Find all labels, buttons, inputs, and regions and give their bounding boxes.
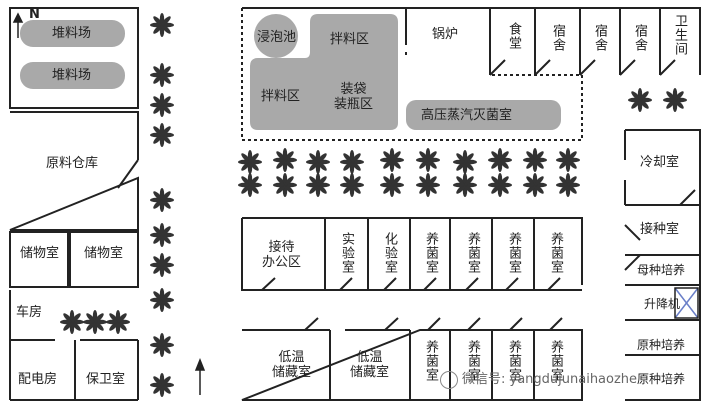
- tree-icon: [453, 173, 477, 197]
- chem-lab-label: 化验室: [382, 232, 397, 274]
- tree-icon: [306, 173, 330, 197]
- mixing-area-label-1: 拌料区: [330, 32, 370, 47]
- guard-room-label: 保卫室: [86, 372, 126, 387]
- raw-warehouse-wall: [9, 111, 139, 231]
- tree-icon: [556, 173, 580, 197]
- lab-label: 实验室: [339, 232, 354, 274]
- tree-icon: [488, 173, 512, 197]
- tree-icon: [488, 148, 512, 172]
- tree-icon: [306, 150, 330, 174]
- raw-warehouse-label: 原料仓库: [46, 156, 99, 171]
- tree-icon: [150, 288, 174, 312]
- storage-room-label-1: 储物室: [20, 246, 60, 261]
- warehouse-door: [117, 159, 139, 189]
- original-culture-label-2: 原种培养: [637, 372, 686, 386]
- cold-storage-label-2: 低温 储藏室: [350, 350, 390, 380]
- tree-group: [60, 13, 687, 397]
- elevator-marker: [674, 287, 699, 319]
- tree-icon: [380, 148, 404, 172]
- culture-room-label-8: 养菌室: [548, 340, 563, 382]
- mixing-area-label-2: 拌料区: [261, 89, 301, 104]
- tree-icon: [416, 173, 440, 197]
- tree-icon: [453, 150, 477, 174]
- original-culture-label-1: 原种培养: [637, 338, 686, 352]
- culture-room-label-6: 养菌室: [465, 340, 480, 382]
- dorm-label-3: 宿舍: [632, 24, 647, 52]
- stockyard-2-fill: [20, 62, 125, 89]
- power-room-label: 配电房: [18, 372, 58, 387]
- bagging-area-label: 装袋 装瓶区: [334, 82, 374, 112]
- culture-room-label-4: 养菌室: [548, 232, 563, 274]
- tree-icon: [238, 173, 262, 197]
- tree-icon: [150, 13, 174, 37]
- toilet-label: 卫生间: [672, 14, 687, 56]
- walls: [9, 7, 701, 401]
- canteen-label: 食堂: [506, 22, 521, 50]
- tree-icon: [150, 123, 174, 147]
- tree-icon: [150, 253, 174, 277]
- boiler-label: 锅炉: [432, 27, 459, 42]
- tree-icon: [628, 88, 652, 112]
- tree-icon: [150, 188, 174, 212]
- garage-wall: [9, 290, 139, 401]
- tree-icon: [150, 63, 174, 87]
- storage-room-2-wall: [69, 231, 139, 288]
- stockyard-1-fill: [20, 20, 125, 47]
- garage-label: 车房: [16, 305, 43, 320]
- elevator-label: 升降机: [644, 297, 681, 311]
- cold-storage-label-1: 低温 储藏室: [272, 350, 312, 380]
- reception-office-label: 接待 办公区: [262, 240, 302, 270]
- north-label: N: [29, 7, 40, 22]
- mother-culture-label: 母种培养: [637, 263, 686, 277]
- tree-icon: [150, 373, 174, 397]
- stockyard-label-2: 堆料场: [52, 68, 92, 83]
- culture-room-label-1: 养菌室: [423, 232, 438, 274]
- tree-icon: [416, 148, 440, 172]
- tree-icon: [150, 223, 174, 247]
- tree-icon: [556, 148, 580, 172]
- tree-icon: [238, 150, 262, 174]
- sterilization-label: 高压蒸汽灭菌室: [421, 108, 513, 123]
- cooling-room-label: 冷却室: [640, 155, 680, 170]
- tree-icon: [340, 150, 364, 174]
- tree-icon: [60, 310, 84, 334]
- wechat-logo-icon: [440, 370, 458, 389]
- storage-room-label-2: 储物室: [84, 246, 124, 261]
- mixing-area-fill: [250, 14, 398, 130]
- tree-icon: [273, 148, 297, 172]
- tree-icon: [380, 173, 404, 197]
- tree-icon: [273, 173, 297, 197]
- dorm-label-2: 宿舍: [592, 24, 607, 52]
- stockyard-label-1: 堆料场: [52, 26, 92, 41]
- tree-icon: [150, 93, 174, 117]
- storage-room-1-wall: [9, 231, 69, 288]
- production-zone: [241, 8, 583, 141]
- stockyard-zone: [9, 7, 139, 109]
- tree-icon: [663, 88, 687, 112]
- tree-icon: [340, 173, 364, 197]
- culture-room-label-7: 养菌室: [506, 340, 521, 382]
- gray-areas: [20, 14, 561, 130]
- dorm-label-1: 宿舍: [550, 24, 565, 52]
- tree-icon: [523, 148, 547, 172]
- tree-icon: [150, 333, 174, 357]
- soak-pool-label: 浸泡池: [257, 30, 297, 45]
- tree-icon: [106, 310, 130, 334]
- watermark-text: 微信号: yangdujunaihaozhe: [462, 372, 638, 387]
- culture-room-label-2: 养菌室: [465, 232, 480, 274]
- watermark: 微信号: yangdujunaihaozhe: [440, 368, 637, 389]
- soak-pool-fill: [254, 14, 298, 58]
- tree-icon: [83, 310, 107, 334]
- arrows: [12, 12, 206, 395]
- tree-icon: [523, 173, 547, 197]
- inoculation-room-label: 接种室: [640, 222, 680, 237]
- sterilization-fill: [406, 100, 561, 130]
- culture-room-label-3: 养菌室: [506, 232, 521, 274]
- culture-room-label-5: 养菌室: [423, 340, 438, 382]
